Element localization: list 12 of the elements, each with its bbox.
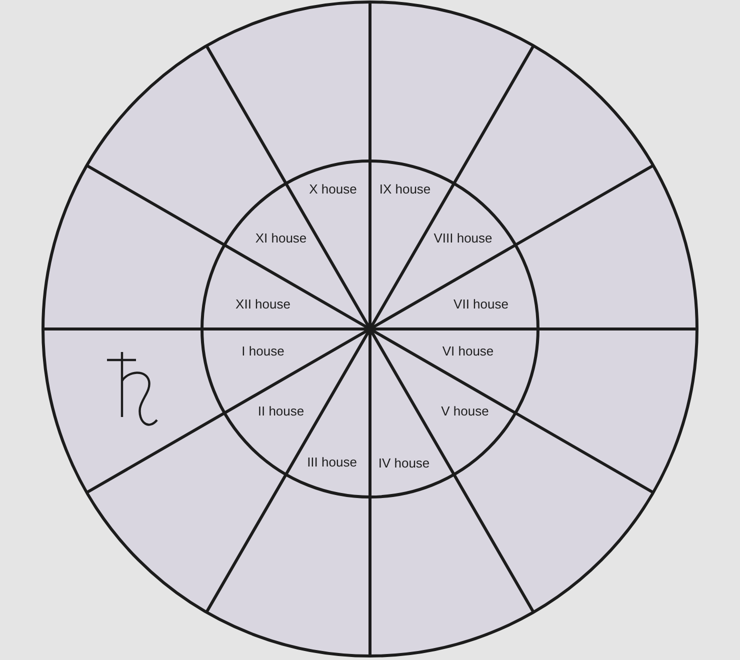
house-label: VIII house: [434, 232, 492, 244]
house-label: IX house: [379, 182, 431, 196]
house-label: III house: [307, 456, 357, 468]
house-label: X house: [309, 182, 357, 196]
house-label: VII house: [454, 298, 508, 310]
house-label: IV house: [378, 456, 430, 470]
house-label: XII house: [236, 298, 290, 310]
house-label: XI house: [255, 232, 307, 244]
house-label: V house: [441, 404, 489, 418]
house-label: II house: [258, 404, 304, 418]
house-label: I house: [242, 344, 284, 358]
house-label: VI house: [442, 344, 494, 358]
